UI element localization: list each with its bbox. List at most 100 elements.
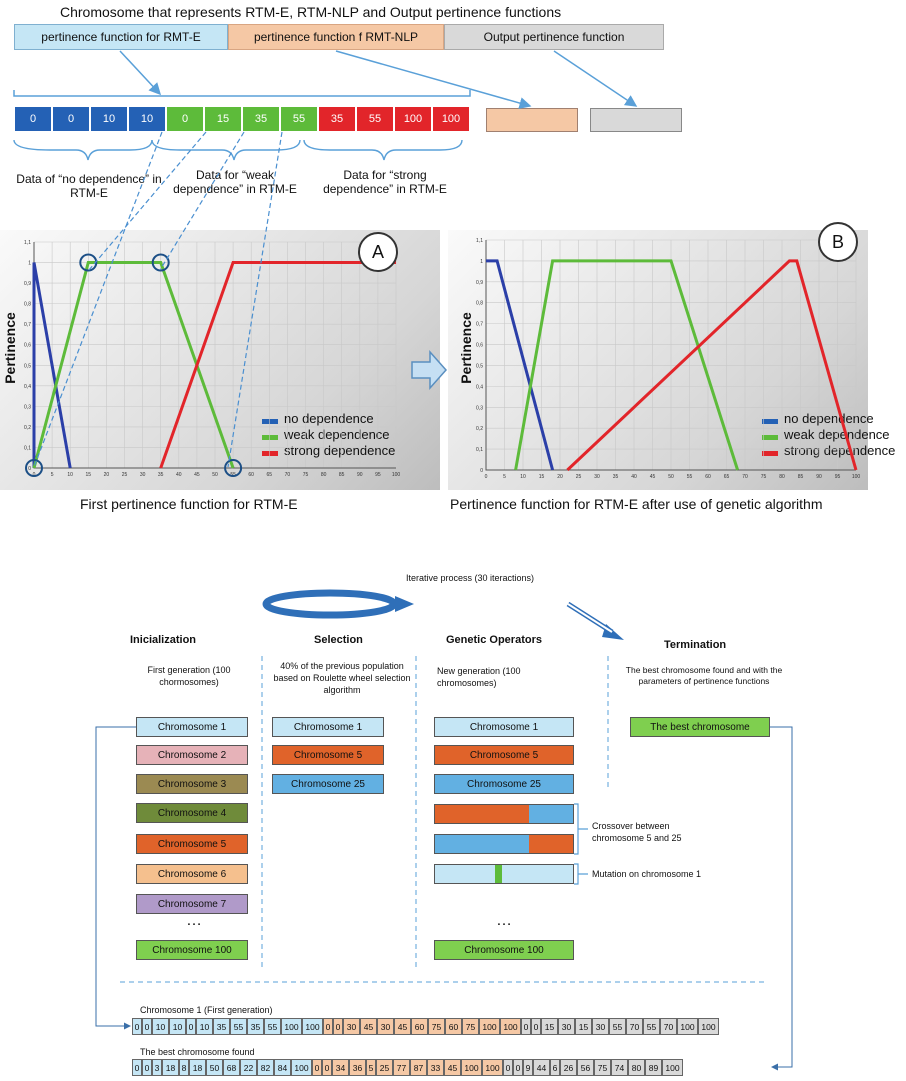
chromosome-box: Chromosome 25 [434, 774, 574, 794]
sequence-cell: 55 [264, 1018, 281, 1035]
x-tick-label: 55 [687, 474, 693, 480]
x-tick-label: 50 [668, 474, 674, 480]
sequence-cell: 100 [500, 1018, 521, 1035]
sequence-cell: 100 [662, 1059, 683, 1076]
crossover-bar-2 [434, 834, 574, 854]
sequence-cell: 0 [333, 1018, 343, 1035]
sequence-cell: 34 [332, 1059, 349, 1076]
x-tick-label: 15 [86, 472, 92, 478]
sequence-cell: 100 [291, 1059, 312, 1076]
y-tick-label: 0,3 [24, 404, 31, 410]
gene-cell: 100 [432, 106, 470, 132]
gene-cell: 10 [128, 106, 166, 132]
segment-rmt-nlp: pertinence function f RMT-NLP [228, 24, 444, 50]
x-tick-label: 100 [852, 474, 861, 480]
sequence-cell: 8 [179, 1059, 189, 1076]
highlight-circle [79, 253, 98, 272]
legend-b-no: no dependence [784, 411, 874, 426]
sequence-cell: 15 [575, 1018, 592, 1035]
y-tick-label: 0 [480, 468, 483, 474]
x-tick-label: 65 [724, 474, 730, 480]
bracket-to-seg1-arrow [119, 50, 162, 96]
y-tick-label: 0,5 [24, 363, 31, 369]
sequence-cell: 60 [411, 1018, 428, 1035]
x-tick-label: 30 [594, 474, 600, 480]
sequence-cell: 56 [577, 1059, 594, 1076]
sequence-cell: 75 [594, 1059, 611, 1076]
mutation-bar [434, 864, 574, 884]
brace-no [13, 139, 153, 161]
label-strong-dependence: Data for “strong dependence” in RTM-E [323, 168, 447, 196]
sequence-cell: 55 [643, 1018, 660, 1035]
chromosome-box: Chromosome 1 [272, 717, 384, 737]
col-term-desc: The best chromosome found and with the p… [625, 665, 783, 686]
x-tick-label: 95 [835, 474, 841, 480]
y-tick-label: 0,9 [24, 281, 31, 287]
chart-b-badge-label: B [831, 231, 844, 252]
chart-b-caption: Pertinence function for RTM-E after use … [450, 496, 823, 512]
sequence-cell: 30 [377, 1018, 394, 1035]
sequence-cell: 30 [343, 1018, 360, 1035]
sequence-cell: 80 [628, 1059, 645, 1076]
sequence-cell: 0 [312, 1059, 322, 1076]
x-tick-label: 0 [485, 474, 488, 480]
x-tick-label: 85 [798, 474, 804, 480]
chart-a-badge: A [358, 232, 398, 272]
sequence-cell: 18 [162, 1059, 179, 1076]
init-to-sequence-connector [95, 726, 136, 1030]
legend-b-weak: weak dependence [784, 427, 890, 442]
y-tick-label: 1,1 [24, 240, 31, 246]
chromosome-box: Chromosome 5 [136, 834, 248, 854]
gene-to-chart-dashes [33, 131, 283, 468]
x-tick-label: 40 [631, 474, 637, 480]
sequence-cell: 30 [558, 1018, 575, 1035]
sequence-cell: 100 [302, 1018, 323, 1035]
to-termination-arrowhead [602, 624, 624, 640]
legend-b-strong-swatch [762, 451, 778, 456]
sequence-cell: 0 [531, 1018, 541, 1035]
gene-cell: 100 [394, 106, 432, 132]
sequence-cell: 100 [482, 1059, 503, 1076]
sequence-cell: 6 [550, 1059, 560, 1076]
highlight-circle [25, 459, 43, 477]
iterative-label: Iterative process (30 iteractions) [406, 573, 535, 583]
legend-a-strong: strong dependence [284, 443, 396, 458]
x-tick-label: 70 [285, 472, 291, 478]
y-tick-label: 0 [28, 466, 31, 472]
series-line-no-dependence [32, 262, 72, 469]
sequence-cell: 60 [445, 1018, 462, 1035]
x-tick-label: 10 [520, 474, 526, 480]
sequence-cell: 100 [479, 1018, 500, 1035]
sequence-cell: 0 [142, 1059, 152, 1076]
iteration-arrowhead [395, 596, 414, 612]
x-tick-label: 45 [650, 474, 656, 480]
best-chromosome-box: The best chromosome [630, 717, 770, 737]
sequence-cell: 36 [349, 1059, 366, 1076]
y-tick-label: 0,5 [476, 363, 483, 369]
axis [485, 240, 856, 471]
y-tick-label: 0,1 [24, 445, 31, 451]
label-weak-dependence: Data for “weak dependence” in RTM-E [173, 168, 297, 196]
sequence-cell: 33 [427, 1059, 444, 1076]
sequence-cell: 10 [196, 1018, 213, 1035]
sequence-cell: 70 [626, 1018, 643, 1035]
sequence-cell: 0 [142, 1018, 152, 1035]
brace-weak [151, 139, 301, 161]
highlight-circle [224, 459, 243, 477]
sequence-cell: 0 [132, 1059, 142, 1076]
x-tick-label: 85 [339, 472, 345, 478]
sequence-cell: 0 [322, 1059, 332, 1076]
sequence-cell: 100 [461, 1059, 482, 1076]
legend-a-no: no dependence [284, 411, 374, 426]
x-tick-label: 35 [158, 472, 164, 478]
x-tick-label: 25 [122, 472, 128, 478]
mutation-bracket [574, 863, 588, 885]
y-tick-label: 0,6 [476, 343, 483, 349]
iteration-loop [262, 589, 398, 619]
x-tick-label: 80 [321, 472, 327, 478]
legend-b-weak-swatch [762, 435, 778, 440]
sequence-cell: 0 [513, 1059, 523, 1076]
legend-a-weak: weak dependence [284, 427, 390, 442]
